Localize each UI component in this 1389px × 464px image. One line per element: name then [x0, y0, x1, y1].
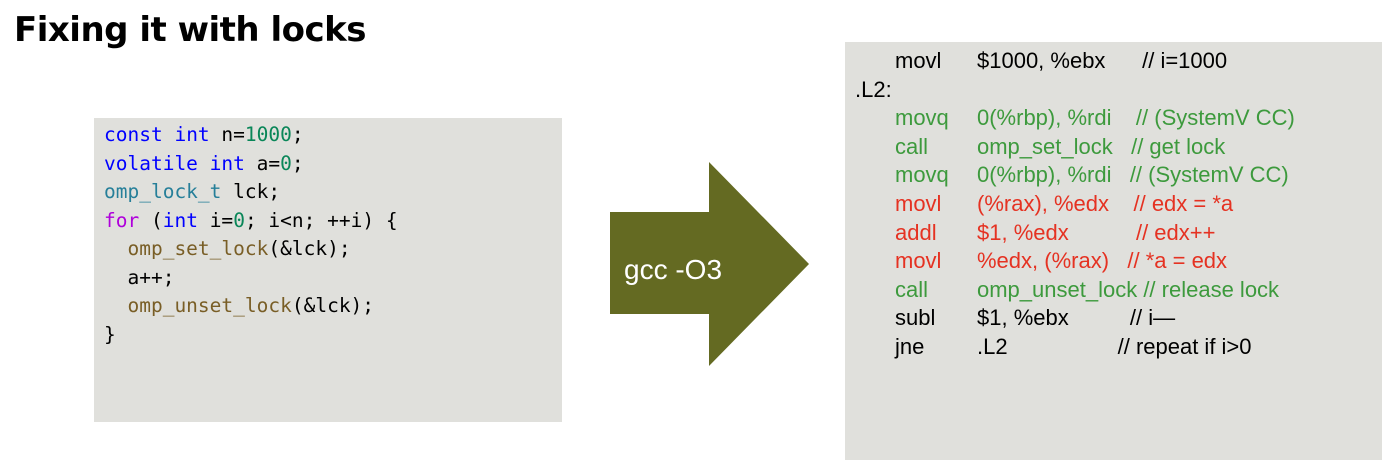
assembly-operands: omp_unset_lock // release lock: [977, 276, 1280, 302]
code-line: for (int i=0; i<n; ++i) {: [104, 207, 398, 236]
assembly-opcode: subl: [895, 305, 936, 331]
assembly-operands: omp_set_lock // get lock: [977, 133, 1226, 159]
assembly-panel: [845, 42, 1382, 460]
assembly-opcode: movq: [895, 162, 949, 188]
assembly-operands: $1, %edx // edx++: [977, 219, 1216, 245]
compile-arrow-icon: [610, 162, 809, 366]
code-token: int: [209, 151, 245, 175]
assembly-operands: $1000, %ebx // i=1000: [977, 48, 1228, 73]
code-token: omp_unset_lock: [127, 294, 292, 317]
assembly-operands: %edx, (%rax) // *a = edx: [977, 248, 1228, 274]
assembly-label: .L2:: [855, 76, 892, 102]
code-token: volatile: [104, 151, 198, 175]
code-token: [163, 123, 175, 146]
code-token: 0: [233, 208, 245, 232]
assembly-opcode: jne: [895, 334, 925, 359]
assembly-operands: (%rax), %edx // edx = *a: [977, 191, 1234, 216]
assembly-opcode: call: [895, 276, 929, 302]
assembly-opcode: movl: [895, 248, 942, 274]
code-token: (&lck);: [268, 237, 351, 260]
code-line: volatile int a=0;: [104, 150, 398, 179]
code-line: omp_unset_lock(&lck);: [104, 292, 398, 321]
code-token: n=: [209, 123, 245, 146]
code-token: int: [174, 123, 210, 146]
source-code: const int n=1000;volatile int a=0;omp_lo…: [104, 121, 398, 349]
assembly-operands: .L2 // repeat if i>0: [977, 334, 1252, 359]
code-token: ;: [291, 151, 304, 175]
source-code-panel: [94, 118, 562, 422]
slide-title: Fixing it with locks: [14, 10, 366, 50]
code-token: int: [162, 208, 198, 232]
assembly-opcode: movq: [895, 105, 949, 131]
code-token: }: [104, 322, 116, 346]
code-line: const int n=1000;: [104, 121, 398, 150]
code-token: 0: [280, 151, 292, 175]
code-token: i=: [197, 208, 234, 232]
assembly-operands: 0(%rbp), %rdi // (SystemV CC): [977, 105, 1295, 131]
code-token: a++;: [104, 265, 175, 289]
code-token: [104, 294, 127, 317]
code-token: for: [104, 208, 140, 232]
assembly-opcode: addl: [895, 219, 937, 245]
code-token: [104, 237, 127, 260]
assembly-operands: 0(%rbp), %rdi // (SystemV CC): [977, 162, 1289, 188]
code-token: 1000: [244, 123, 292, 146]
assembly-opcode: call: [895, 133, 929, 159]
code-line: omp_lock_t lck;: [104, 178, 398, 207]
code-token: omp_set_lock: [127, 237, 269, 260]
code-token: ; i<n; ++i) {: [244, 208, 398, 232]
code-line: a++;: [104, 264, 398, 293]
code-token: [198, 152, 210, 175]
code-token: a=: [244, 151, 281, 175]
assembly-opcode: movl: [895, 191, 942, 216]
code-token: omp_lock_t: [104, 180, 222, 203]
code-token: const: [104, 123, 163, 146]
assembly-operands: $1, %ebx // i—: [977, 305, 1176, 331]
code-line: omp_set_lock(&lck);: [104, 235, 398, 264]
assembly-opcode: movl: [895, 48, 942, 73]
code-line: }: [104, 321, 398, 350]
code-token: lck;: [221, 180, 281, 203]
code-token: ;: [291, 123, 304, 146]
code-token: (: [139, 208, 163, 232]
compiler-command-label: gcc -O3: [624, 254, 723, 285]
code-token: (&lck);: [291, 294, 375, 317]
